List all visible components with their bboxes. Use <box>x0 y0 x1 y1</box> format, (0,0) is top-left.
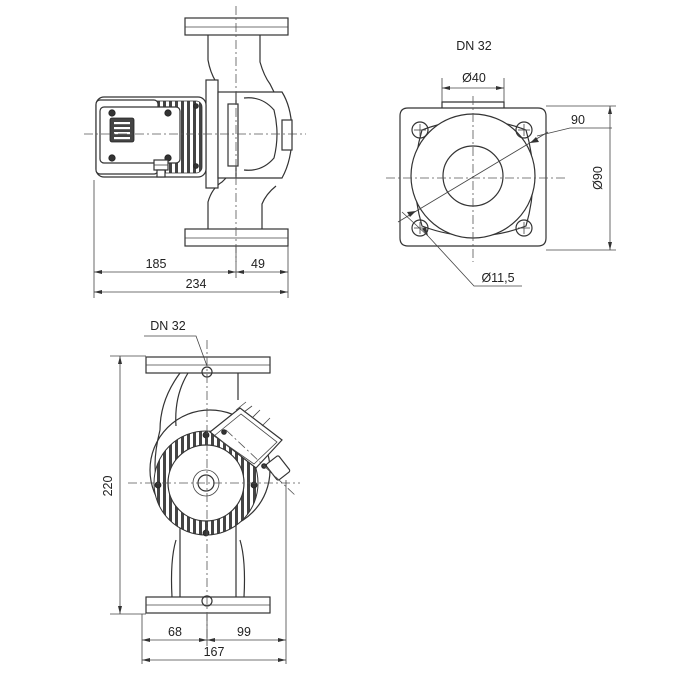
side-view-centerlines <box>84 6 306 262</box>
side-view: 185 49 234 <box>84 6 306 298</box>
dim-height: 220 <box>101 476 115 497</box>
flange-view-dimensions: DN 32 Ø40 90 Ø90 Ø11,5 <box>397 39 616 287</box>
flange-bolt-holes <box>411 121 533 237</box>
flange-view: DN 32 Ø40 90 Ø90 Ø11,5 <box>386 39 616 287</box>
dim-bolt-circle-diameter: Ø90 <box>591 166 605 190</box>
flange-nominal-size: DN 32 <box>456 39 491 53</box>
front-view-dimensions: DN 32 220 68 99 167 <box>101 319 287 664</box>
speed-switch-icon <box>109 117 135 143</box>
dim-right-width: 99 <box>237 625 251 639</box>
dim-flange-length: 49 <box>251 257 265 271</box>
dim-bolt-spacing: 90 <box>571 113 585 127</box>
dim-left-width: 68 <box>168 625 182 639</box>
dim-total-width: 167 <box>204 645 225 659</box>
dim-bore-diameter: Ø40 <box>462 71 486 85</box>
dim-total-length: 234 <box>186 277 207 291</box>
cable-gland-side <box>153 159 169 178</box>
dim-motor-length: 185 <box>146 257 167 271</box>
dim-bolt-hole-diameter: Ø11,5 <box>481 271 514 285</box>
flange-view-centerlines <box>386 96 566 262</box>
side-view-dimensions: 185 49 234 <box>93 180 289 298</box>
front-view: DN 32 220 68 99 167 <box>101 319 300 664</box>
front-view-centerlines <box>128 340 300 640</box>
terminal-box-front <box>209 401 291 481</box>
pump-body-front <box>145 356 271 614</box>
front-nominal-size: DN 32 <box>150 319 185 333</box>
